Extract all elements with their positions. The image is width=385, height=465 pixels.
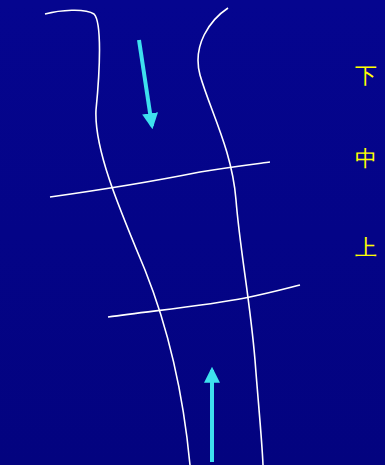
flow-arrow-up xyxy=(210,370,214,462)
upper-divider xyxy=(50,162,270,197)
flow-arrow-down xyxy=(139,40,152,126)
section-label: 中 xyxy=(355,147,377,171)
left-wall xyxy=(45,10,190,465)
right-wall xyxy=(198,8,263,465)
section-label: 上 xyxy=(355,236,377,260)
lower-divider xyxy=(108,285,300,317)
section-label: 下 xyxy=(355,64,377,88)
